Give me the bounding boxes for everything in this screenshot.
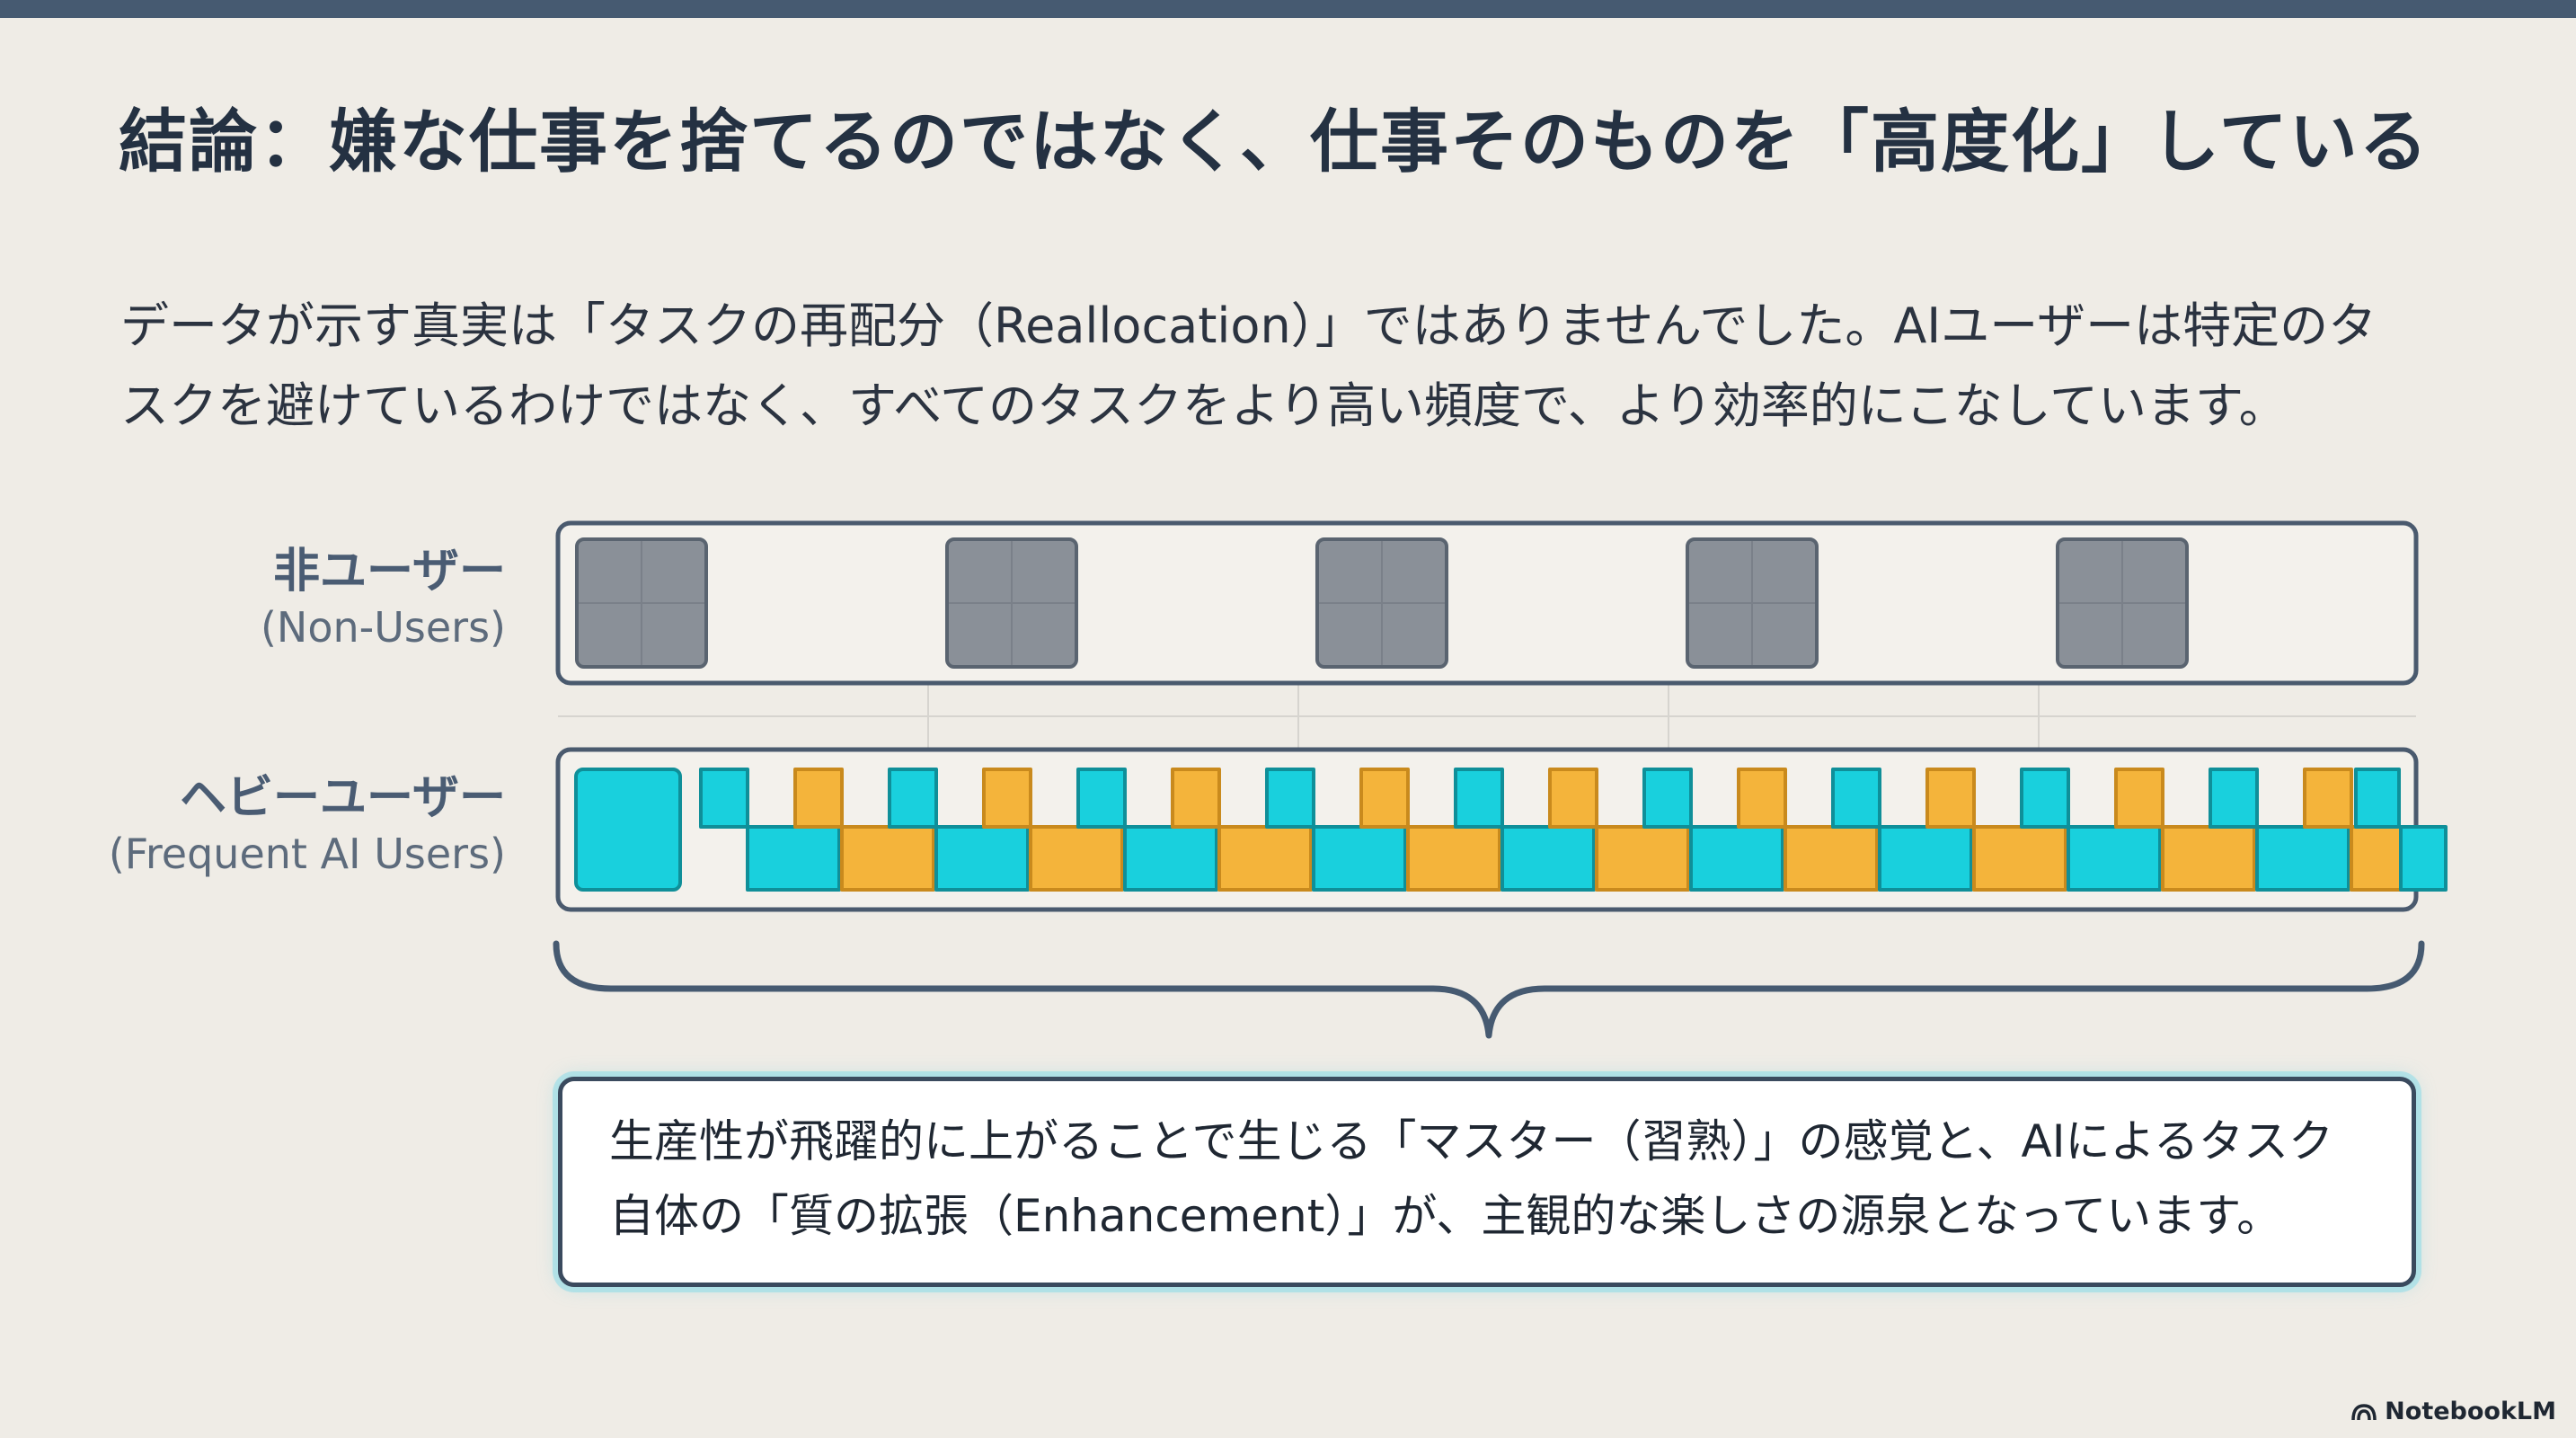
heavy-user-tasks bbox=[574, 768, 2448, 892]
heavy-user-task-block bbox=[1359, 768, 1501, 892]
non-user-tasks bbox=[575, 537, 2189, 669]
summary-brace bbox=[553, 940, 2425, 1039]
page-title: 結論：嫌な仕事を捨てるのではなく、仕事そのものを「高度化」している bbox=[119, 102, 2430, 182]
summary-line-1: 生産性が飛躍的に上がることで生じる「マスター（習熟）」の感覚と、AIによるタスク bbox=[609, 1115, 2333, 1167]
intro-text: データが示す真実は「タスクの再配分（Reallocation）」ではありませんで… bbox=[120, 286, 2456, 446]
heavy-user-task-block bbox=[888, 768, 1030, 892]
non-user-task-block bbox=[1315, 537, 1448, 669]
non-users-label-en: (Non-Users) bbox=[260, 603, 506, 652]
heavy-users-label-en: (Frequent AI Users) bbox=[108, 830, 506, 878]
heavy-user-task-block bbox=[1265, 768, 1407, 892]
heavy-user-task-block bbox=[1642, 768, 1784, 892]
heavy-user-task-block bbox=[699, 768, 841, 892]
summary-line-2: 自体の「質の拡張（Enhancement）」が、主観的な楽しさの源泉となっていま… bbox=[609, 1190, 2282, 1242]
summary-box: 生産性が飛躍的に上がることで生じる「マスター（習熟）」の感覚と、AIによるタスク… bbox=[558, 1077, 2416, 1287]
heavy-user-task-block bbox=[1171, 768, 1313, 892]
heavy-user-task-block bbox=[982, 768, 1124, 892]
top-accent-bar bbox=[0, 0, 2576, 18]
heavy-users-label-jp: ヘビーユーザー bbox=[180, 771, 506, 825]
brand-name: NotebookLM bbox=[2385, 1398, 2556, 1425]
heavy-user-task-block bbox=[1831, 768, 1973, 892]
heavy-user-task-block bbox=[1925, 768, 2067, 892]
heavy-user-task-block bbox=[574, 768, 682, 892]
heavy-user-task-block bbox=[1737, 768, 1879, 892]
heavy-users-label: ヘビーユーザー (Frequent AI Users) bbox=[109, 769, 506, 882]
heavy-user-task-block bbox=[1548, 768, 1690, 892]
heavy-user-task-block bbox=[793, 768, 935, 892]
non-user-task-block bbox=[945, 537, 1078, 669]
non-users-label: 非ユーザー (Non-Users) bbox=[261, 543, 506, 655]
non-user-task-block bbox=[1686, 537, 1819, 669]
intro-line-2: スクを避けているわけではなく、すべてのタスクをより高い頻度で、より効率的にこなし… bbox=[120, 377, 2288, 434]
heavy-user-task-block bbox=[1076, 768, 1218, 892]
heavy-user-task-block bbox=[2114, 768, 2256, 892]
intro-line-1: データが示す真実は「タスクの再配分（Reallocation）」ではありませんで… bbox=[120, 297, 2377, 354]
heavy-user-task-block bbox=[1454, 768, 1596, 892]
brand-footer: NotebookLM bbox=[2350, 1398, 2556, 1425]
heavy-user-task-block bbox=[2354, 768, 2448, 892]
non-users-label-jp: 非ユーザー bbox=[273, 545, 506, 599]
notebooklm-logo-icon bbox=[2351, 1403, 2377, 1420]
heavy-user-task-block bbox=[2209, 768, 2350, 892]
heavy-user-task-block bbox=[2020, 768, 2162, 892]
non-user-task-block bbox=[2056, 537, 2189, 669]
non-user-task-block bbox=[575, 537, 708, 669]
